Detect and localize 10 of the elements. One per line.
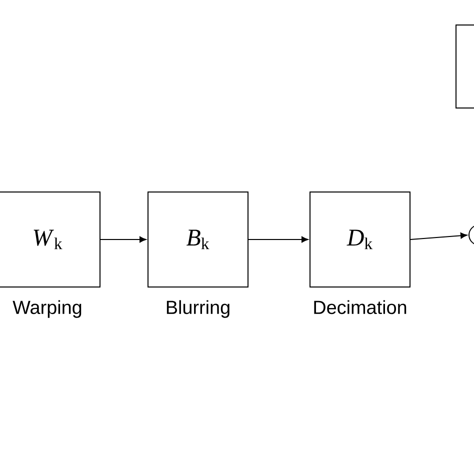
arrow [100, 236, 146, 243]
empty-box [456, 24, 474, 108]
process-box: W$_{k}$ [0, 192, 100, 288]
block-caption: Decimation [314, 300, 406, 314]
block-caption: Warping [12, 300, 82, 318]
process-box: D$_{k}$ [310, 192, 410, 288]
process-box: B$_{k}$ [148, 192, 248, 288]
block-caption: Blurring [166, 300, 230, 318]
arrow [410, 232, 468, 240]
arrow [248, 236, 308, 243]
